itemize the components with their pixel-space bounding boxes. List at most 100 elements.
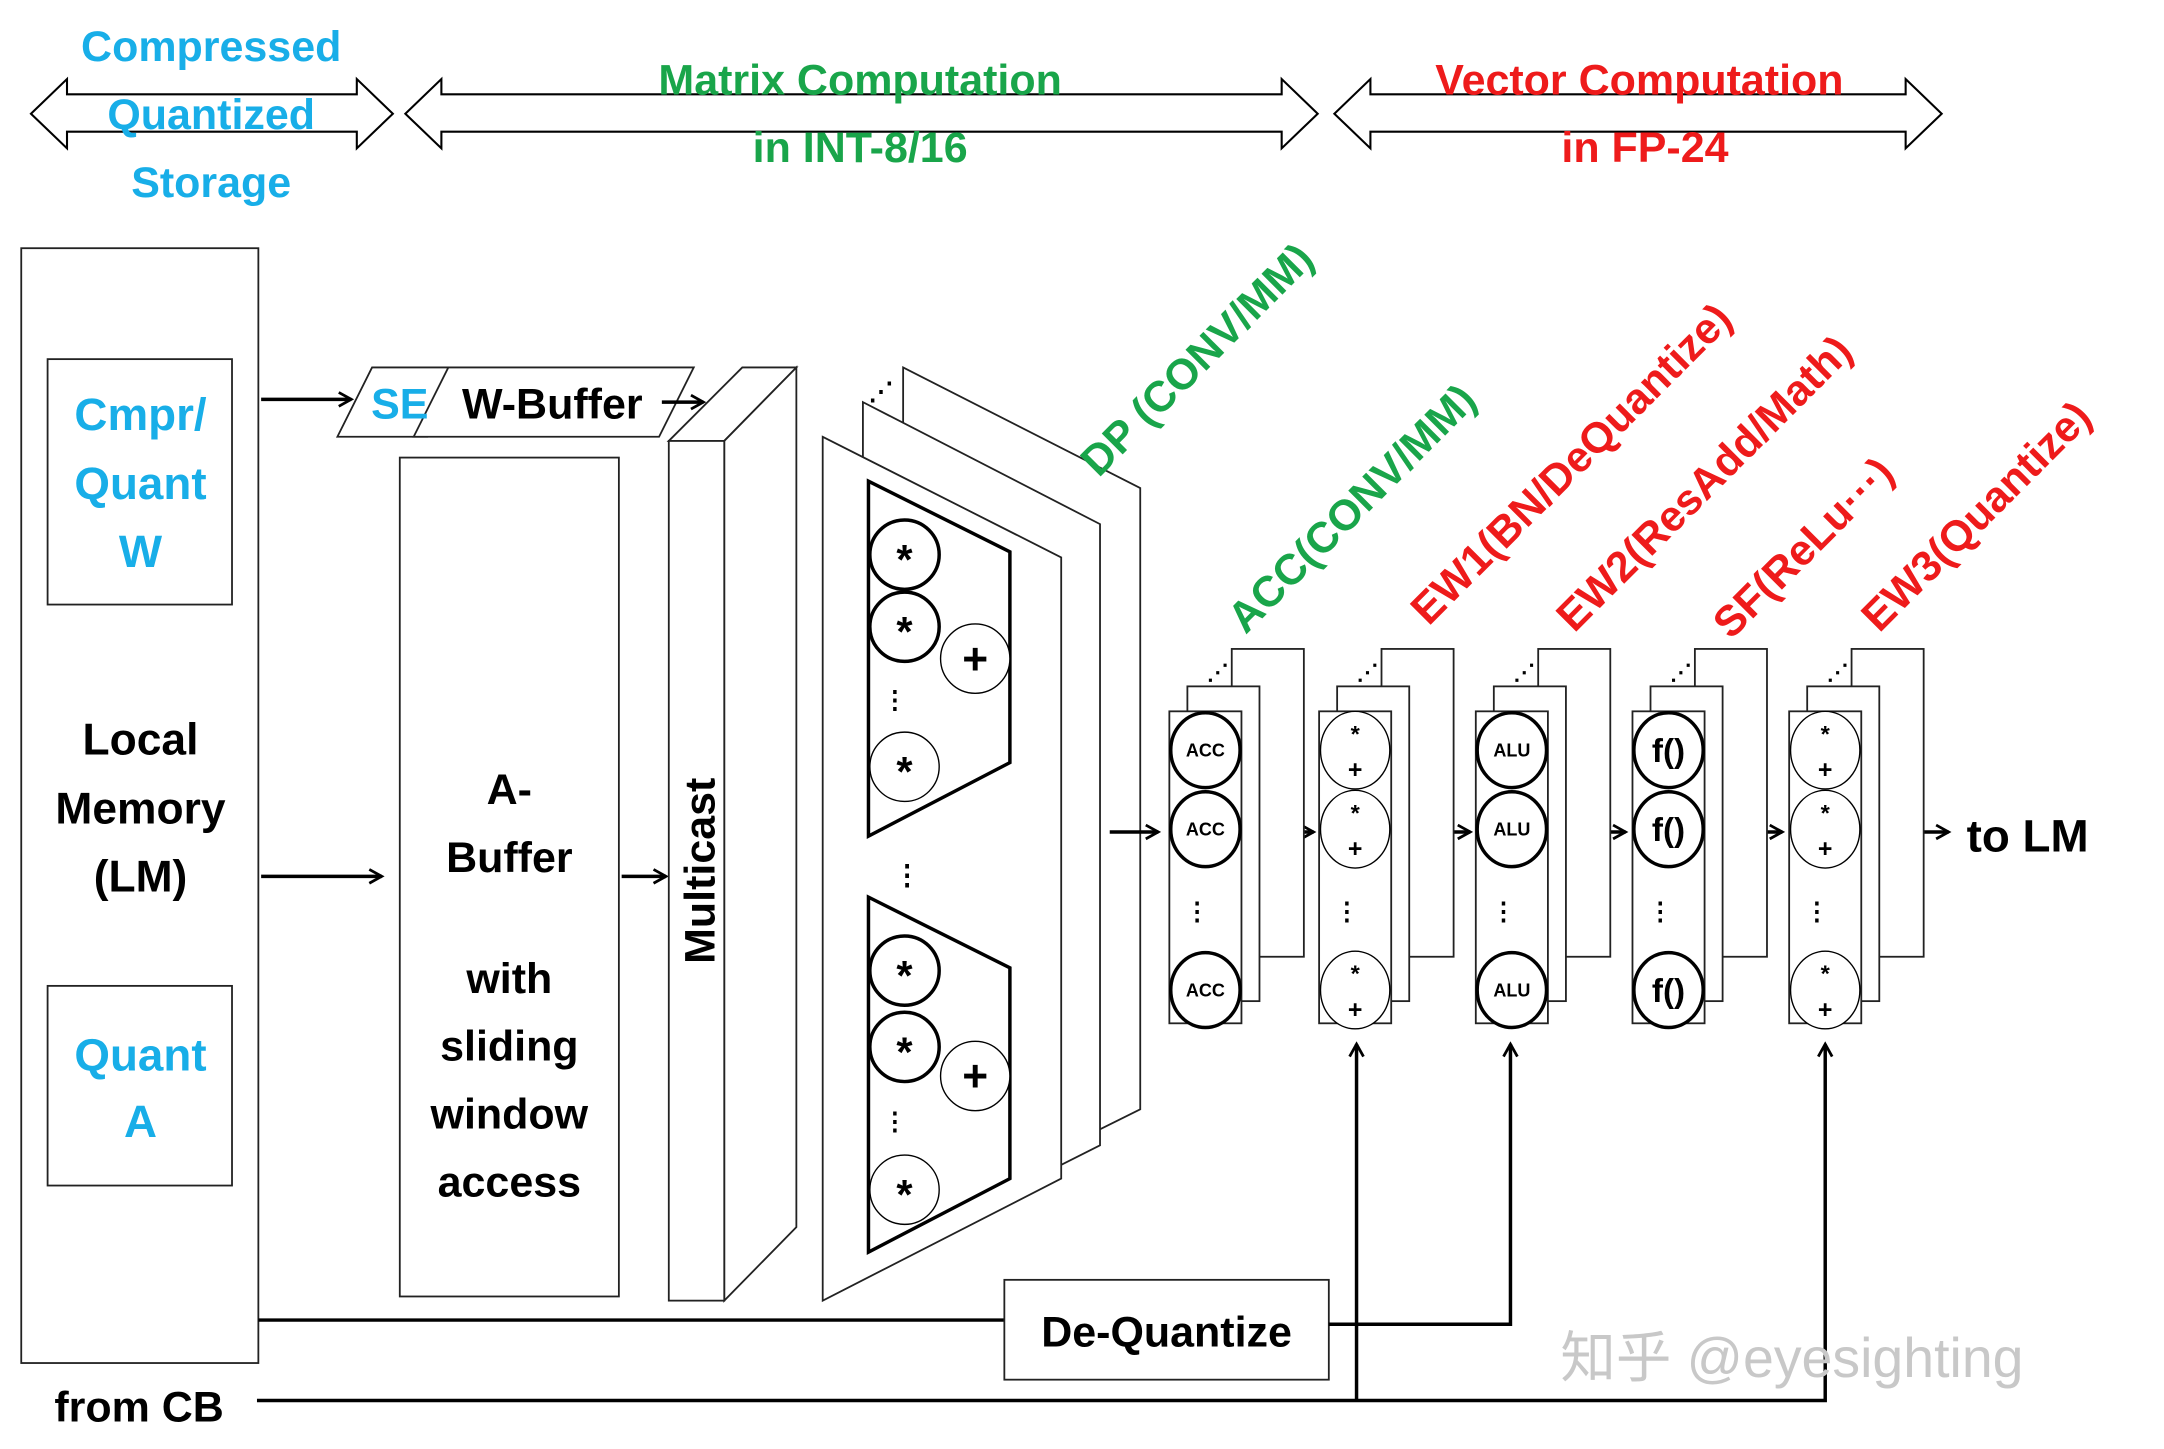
adder-circle bbox=[939, 1040, 1011, 1112]
header-line: Storage bbox=[131, 159, 291, 207]
dots: ⋮ bbox=[882, 686, 907, 714]
adder-tree: ***+⋮ bbox=[866, 478, 1012, 839]
from-cb-line bbox=[256, 1044, 1825, 1403]
cmpr-label: Quant bbox=[74, 458, 206, 509]
adder-tree: ***+⋮ bbox=[866, 894, 1012, 1255]
header-line: Vector Computation bbox=[1435, 56, 1843, 104]
unit-label: f() bbox=[1652, 733, 1685, 770]
muladd-circle bbox=[1319, 710, 1391, 790]
unit-circle bbox=[1475, 790, 1549, 869]
add-symbol: + bbox=[1818, 756, 1833, 784]
add-symbol: + bbox=[1818, 835, 1833, 863]
dots: ⋮ bbox=[1334, 897, 1359, 925]
header-line: Quantized bbox=[107, 91, 315, 139]
quant-a-label: Quant bbox=[74, 1029, 206, 1080]
multiply-symbol: * bbox=[1351, 800, 1361, 826]
multiply-symbol: * bbox=[1821, 800, 1831, 826]
muladd-circle bbox=[1319, 950, 1391, 1030]
layers-ellipsis: ⋰ bbox=[1207, 659, 1229, 684]
dots: ⋮ bbox=[1804, 897, 1829, 925]
vector-header: Vector Computation in FP-24 bbox=[1435, 56, 1843, 172]
se-label: SE bbox=[371, 381, 428, 429]
add-symbol: + bbox=[1348, 835, 1363, 863]
stage-column: ⋰ ACC ACC ACC ⋮ bbox=[1168, 648, 1305, 1030]
multiply-symbol: * bbox=[896, 608, 913, 655]
unit-circle bbox=[1475, 950, 1549, 1030]
header-line: Matrix Computation bbox=[658, 56, 1061, 104]
multicast-label: Multicast bbox=[677, 778, 725, 964]
dots: ⋮ bbox=[1648, 897, 1673, 925]
multiply-symbol: * bbox=[1351, 961, 1361, 987]
muladd-circle bbox=[1789, 789, 1861, 869]
quant-a-label: A bbox=[124, 1096, 157, 1147]
unit-label: ACC bbox=[1186, 981, 1225, 1001]
muladd-circle bbox=[1319, 789, 1391, 869]
muladd-circle bbox=[1789, 950, 1861, 1030]
lm-label: Local bbox=[83, 715, 199, 764]
header-line: in INT-8/16 bbox=[753, 124, 968, 172]
unit-circle bbox=[1169, 710, 1242, 790]
multiply-symbol: * bbox=[1821, 961, 1831, 987]
add-symbol: + bbox=[962, 1052, 988, 1101]
a-buffer-label: access bbox=[438, 1159, 581, 1207]
layers-ellipsis: ⋰ bbox=[1827, 659, 1849, 684]
multiplier-circle bbox=[868, 518, 941, 592]
stage-label: EW3(Quantize) bbox=[1852, 392, 2100, 640]
a-buffer-label: Buffer bbox=[446, 834, 573, 882]
unit-label: ACC bbox=[1186, 820, 1225, 840]
dequantize-label: De-Quantize bbox=[1041, 1308, 1292, 1356]
pe-array: ⋰ ***+⋮***+⋮ ⋮ bbox=[821, 365, 1142, 1303]
multiply-symbol: * bbox=[896, 1171, 913, 1218]
lm-label: (LM) bbox=[94, 853, 188, 902]
from-cb-label: from CB bbox=[54, 1383, 223, 1431]
unit-circle bbox=[1632, 710, 1705, 790]
layers-ellipsis: ⋰ bbox=[1513, 659, 1535, 684]
unit-label: ALU bbox=[1493, 820, 1530, 840]
matrix-range-arrow bbox=[403, 76, 1320, 151]
layers-ellipsis: ⋰ bbox=[868, 377, 893, 405]
a-buffer-box bbox=[398, 456, 620, 1298]
dots: ⋮ bbox=[1185, 897, 1210, 925]
storage-header: Compressed Quantized Storage bbox=[81, 23, 341, 207]
matrix-header: Matrix Computation in INT-8/16 bbox=[658, 56, 1061, 172]
multiplier-circle bbox=[868, 1010, 941, 1084]
a-buffer-label: with bbox=[465, 955, 552, 1003]
unit-circle bbox=[1632, 790, 1705, 869]
unit-circle bbox=[1475, 710, 1549, 790]
stage-label: EW2(ResAdd/Math) bbox=[1547, 327, 1861, 641]
header-line: in FP-24 bbox=[1561, 124, 1728, 172]
stage-column: ⋰f()f()f()⋮ bbox=[1631, 648, 1768, 1030]
w-buffer-label: W-Buffer bbox=[462, 381, 643, 429]
unit-circle bbox=[1169, 950, 1242, 1030]
cmpr-quant-w-box bbox=[46, 358, 233, 606]
unit-circle bbox=[1169, 790, 1242, 869]
w-buffer bbox=[412, 366, 696, 438]
storage-range-arrow bbox=[29, 76, 395, 151]
unit-label: f() bbox=[1652, 973, 1685, 1010]
multiply-symbol: * bbox=[896, 536, 913, 583]
dequantize-out-arrow bbox=[1328, 1044, 1511, 1326]
unit-label: ALU bbox=[1493, 741, 1530, 761]
add-symbol: + bbox=[1818, 996, 1833, 1024]
stage-label: DP (CONV/MM) bbox=[1072, 234, 1323, 485]
unit-label: ALU bbox=[1493, 981, 1530, 1001]
multiplier-circle bbox=[868, 934, 941, 1008]
muladd-circle bbox=[1789, 710, 1861, 790]
stage-column: ⋰ * + * + * + ⋮ bbox=[1788, 648, 1925, 1030]
lm-label: Memory bbox=[55, 785, 225, 834]
multiplier-circle bbox=[868, 590, 941, 664]
to-lm-label: to LM bbox=[1967, 810, 2089, 861]
dequantize-box bbox=[1003, 1278, 1330, 1381]
add-symbol: + bbox=[1348, 996, 1363, 1024]
multicast-block: Multicast bbox=[666, 365, 799, 1303]
cmpr-label: W bbox=[119, 526, 163, 577]
unit-label: ACC bbox=[1186, 741, 1225, 761]
layers-ellipsis: ⋰ bbox=[1357, 659, 1379, 684]
multiplier-circle bbox=[869, 731, 940, 803]
multiply-symbol: * bbox=[896, 952, 913, 999]
a-buffer-label: sliding bbox=[440, 1023, 578, 1071]
multiply-symbol: * bbox=[1821, 721, 1831, 747]
header-line: Compressed bbox=[81, 23, 341, 71]
